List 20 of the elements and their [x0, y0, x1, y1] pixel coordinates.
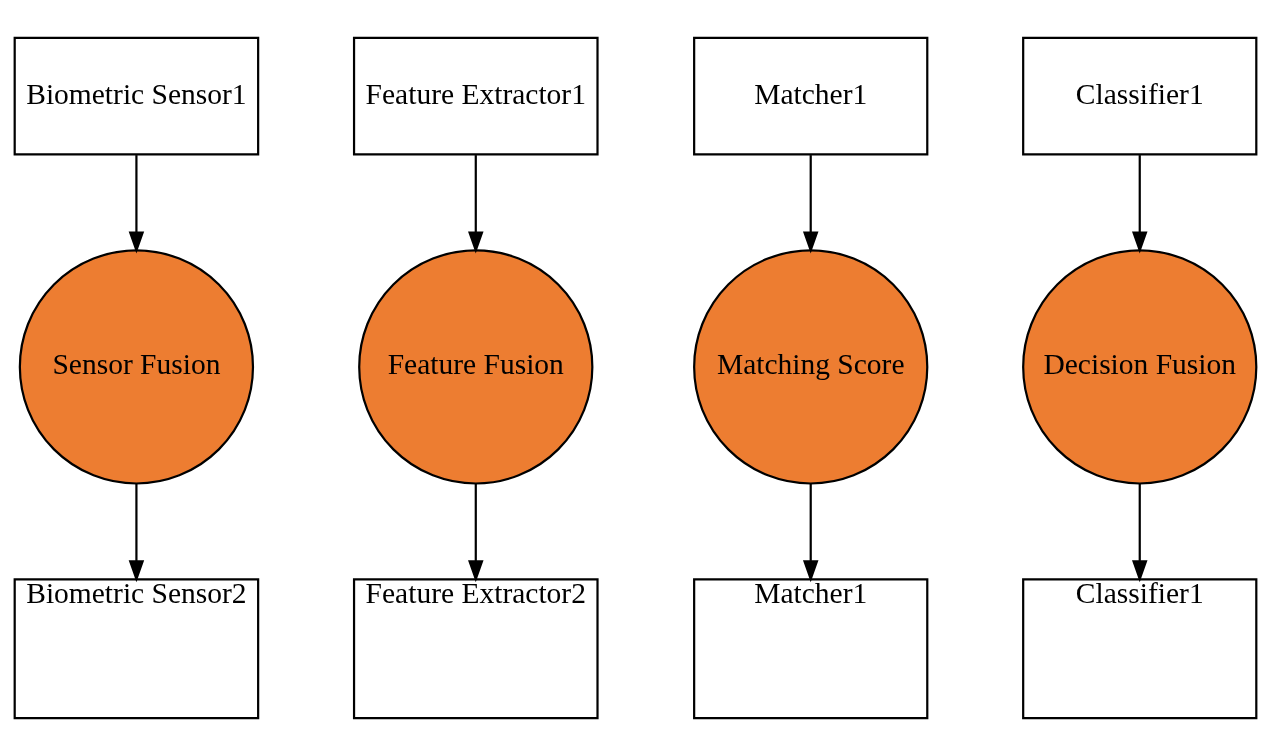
node-circle: Matching Score: [693, 248, 929, 485]
node-box: Matcher1: [693, 577, 929, 719]
node-circle: Decision Fusion: [1022, 248, 1258, 485]
arrow: [128, 154, 145, 254]
node-box: Feature Extractor1: [352, 36, 599, 156]
node-box: Feature Extractor2: [352, 577, 599, 719]
node-circle: Sensor Fusion: [18, 248, 255, 485]
arrow: [802, 483, 819, 582]
node-box: Biometric Sensor2: [13, 577, 260, 719]
arrow: [468, 483, 484, 582]
arrow: [1132, 483, 1148, 582]
node-box: Biometric Sensor1: [13, 36, 260, 156]
arrow: [128, 483, 145, 582]
node-box: Matcher1: [693, 36, 929, 156]
node-box: Classifier1: [1022, 36, 1258, 156]
node-circle: Feature Fusion: [358, 248, 594, 485]
arrow: [468, 154, 484, 254]
arrow: [1132, 154, 1148, 254]
node-box: Classifier1: [1022, 577, 1258, 719]
arrow: [802, 154, 819, 254]
